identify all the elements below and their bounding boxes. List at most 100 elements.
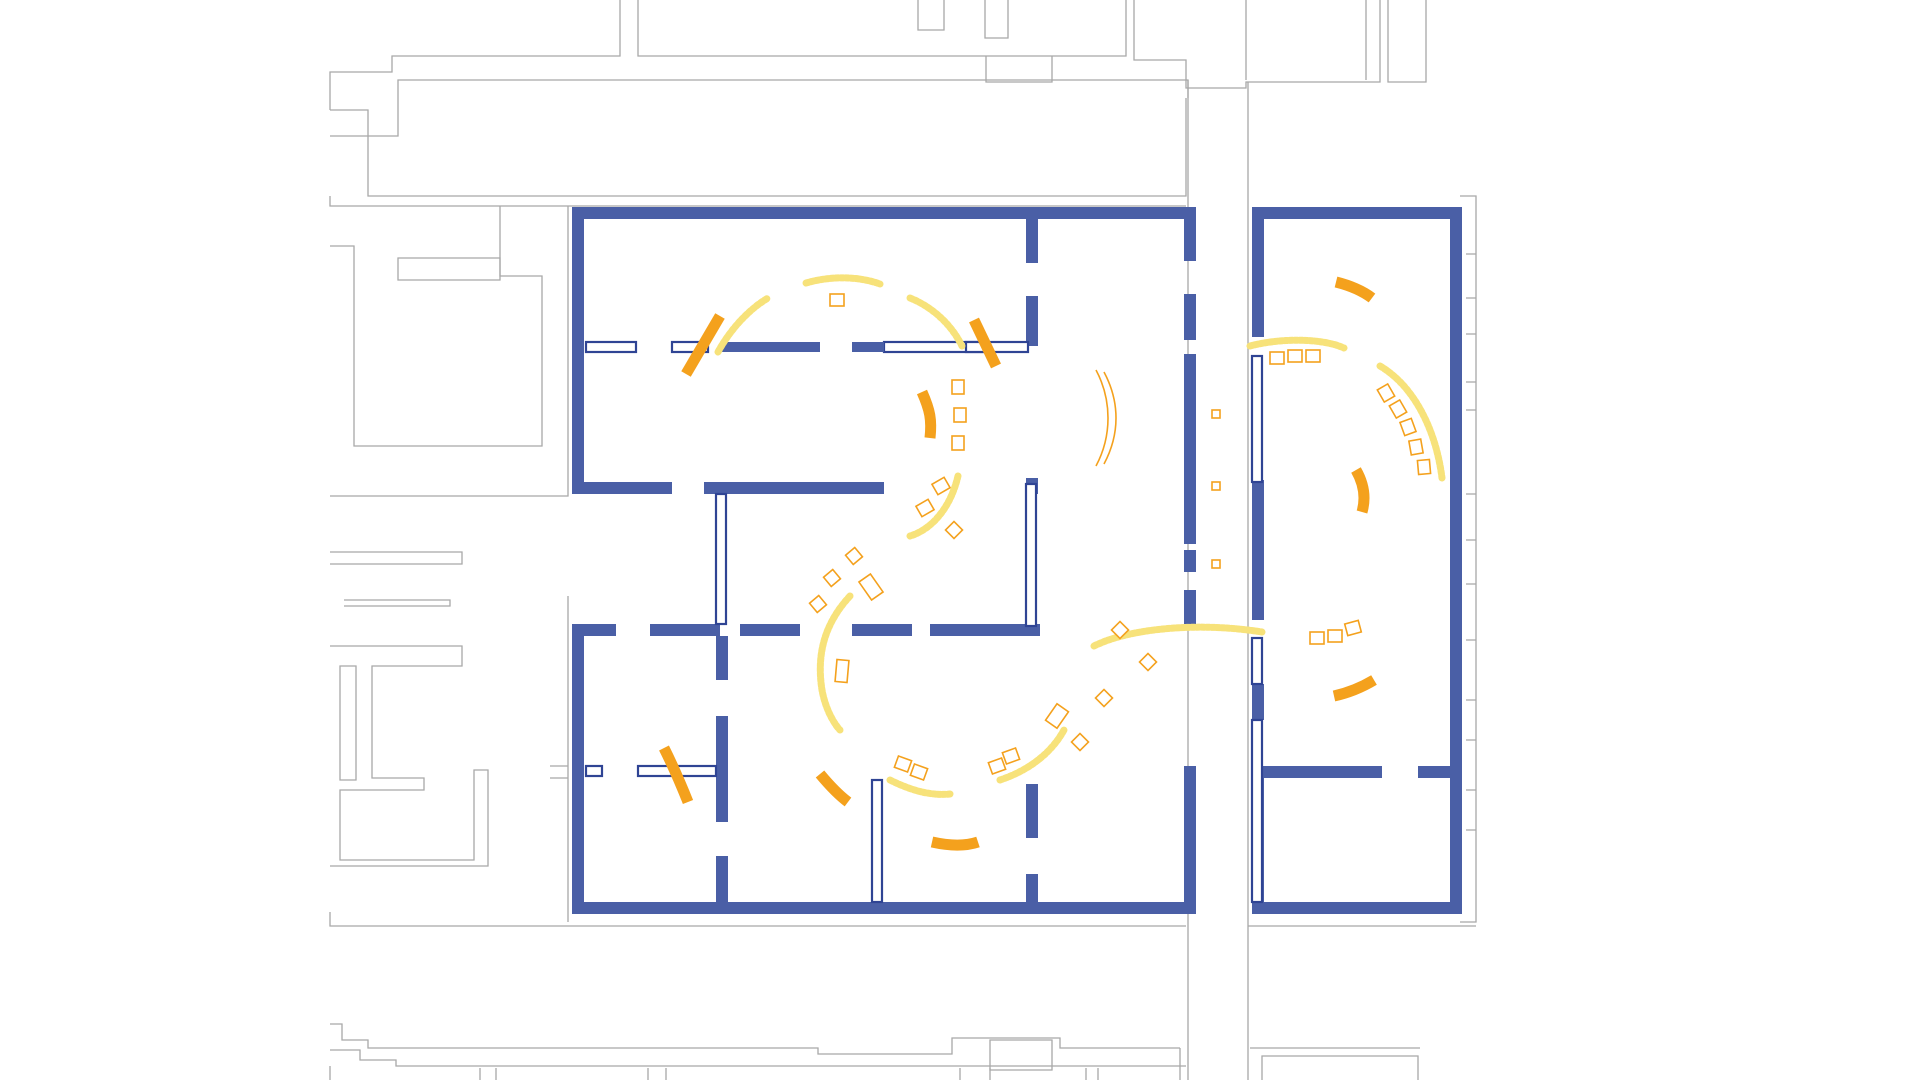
wall-west-lower xyxy=(572,624,584,914)
wall-inner-vertical-d xyxy=(1026,219,1038,263)
context-room-left-bottom xyxy=(339,665,357,781)
seat xyxy=(834,658,850,684)
trail-segment-10 xyxy=(1376,362,1446,482)
seat xyxy=(909,762,929,782)
seat xyxy=(914,498,936,518)
context-buildings xyxy=(329,0,1477,1080)
context-annex-bottom xyxy=(989,1039,1053,1071)
arc-1 xyxy=(681,313,725,377)
seat xyxy=(1416,458,1432,476)
wall-south-east-block xyxy=(1252,902,1462,914)
context-annex-top xyxy=(985,56,1053,83)
context-building-top-right-lines xyxy=(1245,0,1427,83)
seat xyxy=(893,754,913,774)
context-building-left-edge xyxy=(550,596,569,922)
context-building-top-lower xyxy=(330,98,1187,197)
seat xyxy=(829,293,845,307)
seat xyxy=(1044,702,1070,730)
wall-spine-a xyxy=(1184,207,1196,261)
trail-segment-8 xyxy=(1090,623,1266,650)
wall-spine-c xyxy=(1184,354,1196,544)
seat xyxy=(951,379,965,395)
context-building-bottom-outline xyxy=(330,1023,1180,1055)
seat xyxy=(987,756,1007,776)
arc-5 xyxy=(1351,467,1370,514)
seat xyxy=(1343,619,1363,637)
arc-4 xyxy=(1334,276,1376,303)
trail-segment-5 xyxy=(816,592,854,734)
partition-f xyxy=(1024,482,1038,628)
seat xyxy=(1138,652,1158,672)
wall-east-block-west-a xyxy=(1252,207,1264,337)
gallery-partitions xyxy=(584,340,1264,904)
context-building-top-outline xyxy=(330,79,1189,137)
context-right-ticks xyxy=(1466,253,1476,831)
context-bottom-ticks xyxy=(329,1066,1099,1080)
partition-bar-b xyxy=(852,342,884,352)
partition-j xyxy=(1250,354,1264,484)
seat xyxy=(1327,629,1343,643)
wall-inner-vertical-e xyxy=(1026,296,1038,346)
trail-segment-1 xyxy=(714,294,772,356)
context-building-bottom-right xyxy=(1250,1047,1420,1080)
wall-inner-vertical-g xyxy=(1026,784,1038,838)
wall-mid-lower-a xyxy=(572,624,616,636)
wall-east-block-west-b xyxy=(1252,480,1264,620)
arc-8 xyxy=(815,770,852,807)
orange-arcs xyxy=(659,276,1377,851)
seat xyxy=(930,476,952,496)
context-strip-1 xyxy=(330,551,463,565)
wall-south-west-block xyxy=(572,902,1196,914)
context-building-top-stubs xyxy=(917,0,1009,39)
seat xyxy=(1110,620,1130,640)
wall-mid-upper-a xyxy=(572,482,672,494)
seat xyxy=(1305,349,1321,363)
seat xyxy=(1398,417,1418,437)
seat xyxy=(1407,438,1425,456)
wall-spine-d xyxy=(1184,550,1196,572)
seat xyxy=(1094,688,1114,708)
context-building-right-edge xyxy=(1460,195,1477,923)
partition-e xyxy=(714,492,728,626)
seat xyxy=(1211,481,1221,491)
seat xyxy=(1309,631,1325,645)
context-building-bottom-lower xyxy=(330,1049,1186,1067)
wall-east-inner-a xyxy=(1252,766,1382,778)
trail-segment-3 xyxy=(906,294,966,350)
seat xyxy=(944,520,964,540)
trail-segment-2 xyxy=(802,274,884,288)
partition-k xyxy=(1250,636,1264,686)
trail-segment-4 xyxy=(906,472,962,540)
wall-mid-upper-b xyxy=(704,482,884,494)
seat xyxy=(1211,559,1221,569)
wall-north-west-block xyxy=(572,207,1196,219)
wall-west-upper xyxy=(572,207,584,494)
wall-east-inner-b xyxy=(1418,766,1462,778)
wall-spine-e xyxy=(1184,590,1196,624)
partition-a xyxy=(584,340,638,354)
partition-d xyxy=(964,340,1030,354)
context-room-small xyxy=(397,257,501,281)
trail-segment-9 xyxy=(1246,336,1348,352)
seat xyxy=(1376,382,1396,404)
context-building-top-right xyxy=(1133,0,1381,89)
seat xyxy=(844,546,864,566)
context-building-top-left xyxy=(329,0,621,110)
wall-mid-lower-d xyxy=(852,624,912,636)
wall-inner-vertical-c xyxy=(716,856,728,906)
partition-bar-a xyxy=(720,342,820,352)
seat xyxy=(822,568,842,588)
arc-6 xyxy=(1332,675,1377,702)
wall-inner-vertical-a xyxy=(716,636,728,680)
wall-east-block-west-c xyxy=(1252,684,1264,720)
arc-9 xyxy=(930,836,980,851)
arc-7 xyxy=(659,745,694,805)
context-strip-2 xyxy=(344,599,451,607)
arc-3 xyxy=(916,389,937,439)
wall-east xyxy=(1450,207,1462,914)
seat xyxy=(808,594,828,614)
wall-inner-vertical-h xyxy=(1026,874,1038,904)
partition-i xyxy=(870,778,884,904)
seat xyxy=(951,435,965,451)
seat xyxy=(1070,732,1090,752)
